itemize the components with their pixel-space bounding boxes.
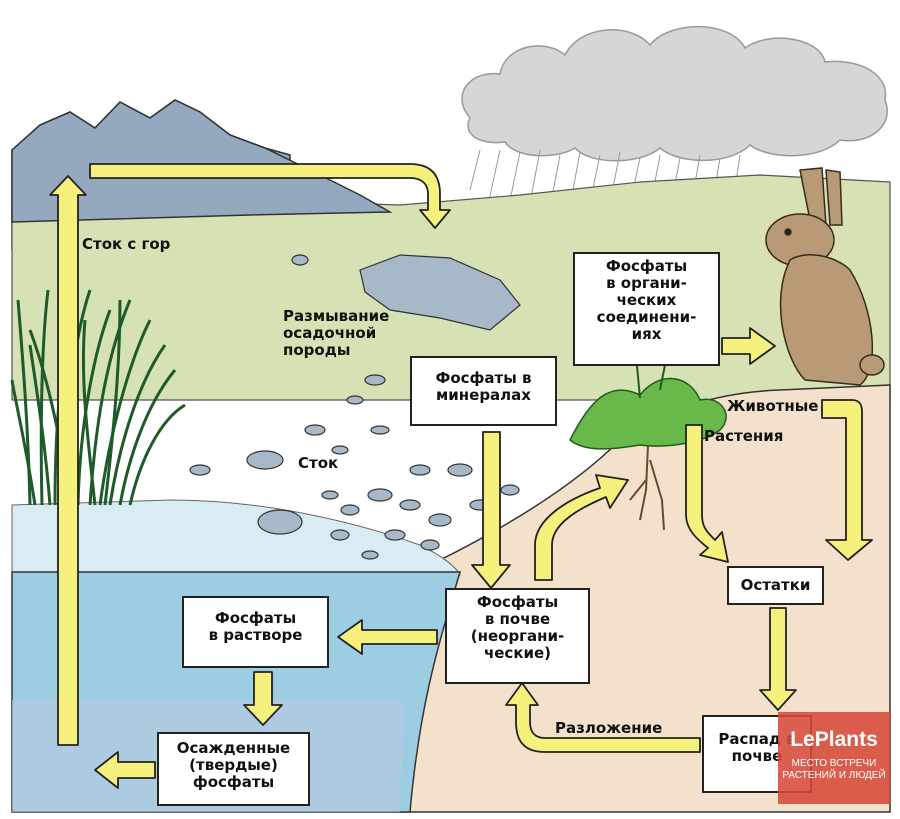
label-animals: Животные [727, 397, 819, 415]
arrow-decay-back [505, 682, 701, 753]
arrow-solution-down [243, 671, 283, 726]
box-sediment-phosphates: Осажденные (твердые) фосфаты [157, 732, 310, 806]
arrow-remains-down [759, 607, 797, 711]
arrow-soil-to-solution [337, 619, 438, 655]
box-mineral-phosphates: Фосфаты в минералах [410, 356, 557, 426]
box-remains: Остатки [727, 566, 824, 605]
watermark-tagline: МЕСТО ВСТРЕЧИ РАСТЕНИЙ И ЛЮДЕЙ [782, 758, 886, 781]
label-plants: Растения [704, 427, 784, 445]
rocks [189, 254, 521, 560]
label-runoff-mountains: Сток с гор [82, 235, 171, 253]
arrow-top-over [89, 163, 451, 229]
arrow-sediment-left [94, 751, 156, 789]
arrow-soil-to-plants [534, 474, 629, 581]
label-runoff: Сток [298, 454, 339, 472]
label-decomposition: Разложение [555, 719, 663, 737]
arrow-animals-down [821, 399, 873, 561]
label-erosion: Размывание осадочной породы [283, 307, 390, 359]
arrow-minerals-to-soil [471, 431, 511, 589]
box-soil-phosphates: Фосфаты в почве (неоргани- ческие) [445, 588, 590, 684]
arrow-organic-to-animals [721, 327, 776, 365]
mountain-foot [11, 99, 393, 223]
watermark-logo: LePlants МЕСТО ВСТРЕЧИ РАСТЕНИЙ И ЛЮДЕЙ [778, 712, 890, 804]
box-solution-phosphates: Фосфаты в растворе [182, 596, 329, 668]
arrow-bottom-up-left [49, 175, 87, 746]
flow-arrows [49, 163, 873, 789]
reeds [10, 289, 186, 506]
watermark-brand: LePlants [790, 728, 878, 751]
box-organic-phosphates: Фосфаты в органи- ческих соединени- иях [573, 252, 720, 366]
rabbit [765, 167, 885, 386]
shore [11, 499, 461, 576]
arrow-plants-down [685, 424, 729, 563]
cloud [461, 25, 888, 162]
